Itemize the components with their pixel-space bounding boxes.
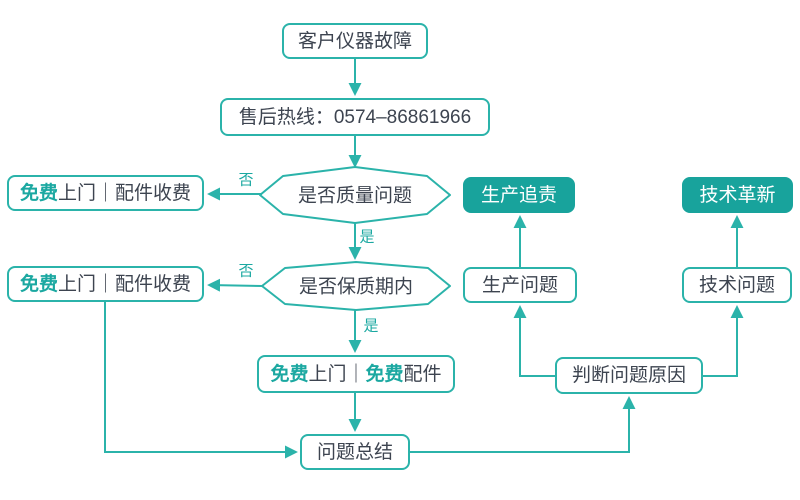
free-highlight: 免费 xyxy=(19,182,58,204)
edge-label-quality-no: 否 xyxy=(238,171,254,189)
free-visit-2-text: 上门｜配件收费 xyxy=(58,273,192,295)
node-technical-problem: 技术问题 xyxy=(682,267,792,303)
decision-quality-shape xyxy=(259,166,451,224)
node-free-visit-free-parts: 免费上门｜免费配件 xyxy=(257,355,455,393)
edge-label-warranty-no: 否 xyxy=(238,262,254,280)
edge-judge-to-prod-problem xyxy=(513,305,555,377)
node-problem-summary: 问题总结 xyxy=(300,434,410,470)
free-parts-text-1: 上门｜ xyxy=(308,363,366,385)
edge-summary-to-judge xyxy=(410,396,636,453)
node-hotline: 售后热线：0574–86861966 xyxy=(220,98,490,136)
edge-label-quality-yes: 是 xyxy=(359,228,375,246)
free-parts-text-2: 配件 xyxy=(403,363,442,385)
edge-freevisit2-to-summary xyxy=(104,302,298,459)
free-highlight: 免费 xyxy=(19,273,58,295)
edge-label-warranty-yes: 是 xyxy=(363,317,379,335)
node-production-accountability: 生产追责 xyxy=(463,177,575,213)
decision-warranty-shape xyxy=(261,261,451,311)
node-production-problem: 生产问题 xyxy=(463,267,577,303)
edge-warranty-no-left xyxy=(207,278,263,292)
node-technical-innovation: 技术革新 xyxy=(682,177,793,213)
node-free-visit-paid-parts-2: 免费上门｜配件收费 xyxy=(7,266,204,302)
node-free-visit-paid-parts-1: 免费上门｜配件收费 xyxy=(7,175,204,211)
node-quality-decision: 是否质量问题 xyxy=(297,185,413,207)
free-visit-1-text: 上门｜配件收费 xyxy=(58,182,192,204)
node-customer-issue: 客户仪器故障 xyxy=(282,23,428,59)
node-judge-problem-cause: 判断问题原因 xyxy=(555,357,703,394)
free-highlight: 免费 xyxy=(270,363,309,385)
node-warranty-decision: 是否保质期内 xyxy=(298,276,414,298)
free-highlight: 免费 xyxy=(365,363,404,385)
edge-judge-to-tech-problem xyxy=(703,305,744,377)
